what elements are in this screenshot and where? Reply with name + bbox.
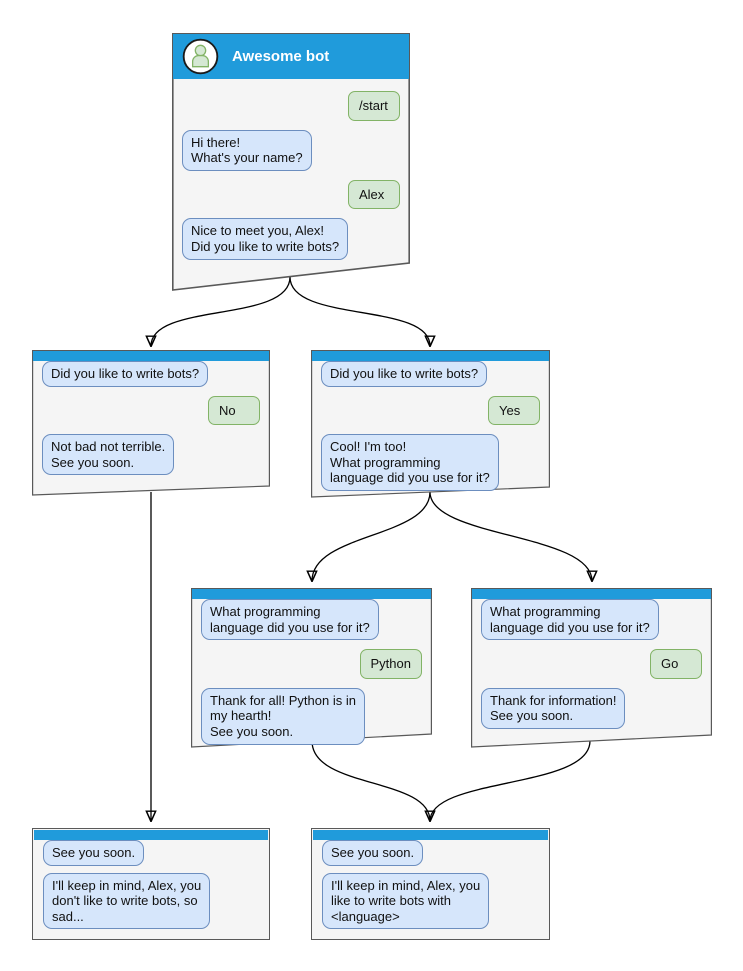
node-header-strip bbox=[33, 351, 269, 361]
bot-message-bubble: Did you like to write bots? bbox=[321, 361, 488, 387]
user-message-bubble: Go bbox=[650, 649, 702, 679]
node-header-strip bbox=[312, 351, 549, 361]
chat-node-python-branch: What programming language did you use fo… bbox=[191, 588, 432, 748]
user-message-bubble: Alex bbox=[348, 179, 400, 210]
bot-message-bubble: See you soon. bbox=[43, 840, 145, 866]
user-message-bubble: Python bbox=[359, 649, 422, 679]
bot-message-bubble: I'll keep in mind, Alex, you like to wri… bbox=[322, 872, 490, 930]
user-message-bubble: Yes bbox=[488, 395, 540, 426]
bot-message-bubble: Thank for information! See you soon. bbox=[481, 687, 626, 729]
user-message-bubble: /start bbox=[348, 91, 400, 121]
edge-go-to-end bbox=[430, 740, 591, 821]
chat-node-go-branch: What programming language did you use fo… bbox=[471, 588, 712, 748]
edge-python-to-end bbox=[311, 740, 431, 822]
bot-message-bubble: See you soon. bbox=[322, 840, 424, 866]
bot-message-bubble: Not bad not terrible. See you soon. bbox=[42, 434, 175, 476]
bot-message-bubble: Hi there! What's your name? bbox=[182, 129, 312, 171]
chat-node-end-yes: See you soon. I'll keep in mind, Alex, y… bbox=[311, 828, 550, 940]
chat-node-end-no: See you soon. I'll keep in mind, Alex, y… bbox=[32, 828, 270, 940]
chat-title: Awesome bot bbox=[232, 48, 330, 65]
bot-message-bubble: Nice to meet you, Alex! Did you like to … bbox=[182, 218, 349, 260]
bot-message-bubble: Cool! I'm too! What programming language… bbox=[321, 434, 499, 491]
chat-node-no-branch: Did you like to write bots? No Not bad n… bbox=[32, 350, 270, 496]
bot-message-bubble: Did you like to write bots? bbox=[42, 361, 209, 387]
bot-message-bubble: I'll keep in mind, Alex, you don't like … bbox=[43, 872, 211, 930]
edge-yes-to-python bbox=[312, 491, 431, 581]
bot-message-bubble: Thank for all! Python is in my hearth! S… bbox=[201, 687, 365, 745]
chat-header: Awesome bot bbox=[173, 34, 409, 79]
bot-avatar-icon bbox=[182, 38, 219, 75]
node-header-strip bbox=[192, 589, 431, 599]
bot-message-bubble: What programming language did you use fo… bbox=[201, 599, 379, 641]
user-message-bubble: No bbox=[208, 395, 260, 426]
node-header-strip bbox=[34, 830, 268, 840]
chat-node-start: Awesome bot /start Hi there! What's your… bbox=[172, 33, 410, 291]
node-header-strip bbox=[313, 830, 548, 840]
bot-message-bubble: What programming language did you use fo… bbox=[481, 599, 659, 641]
chat-node-yes-branch: Did you like to write bots? Yes Cool! I'… bbox=[311, 350, 550, 498]
node-header-strip bbox=[472, 589, 711, 599]
edge-yes-to-go bbox=[429, 491, 592, 581]
